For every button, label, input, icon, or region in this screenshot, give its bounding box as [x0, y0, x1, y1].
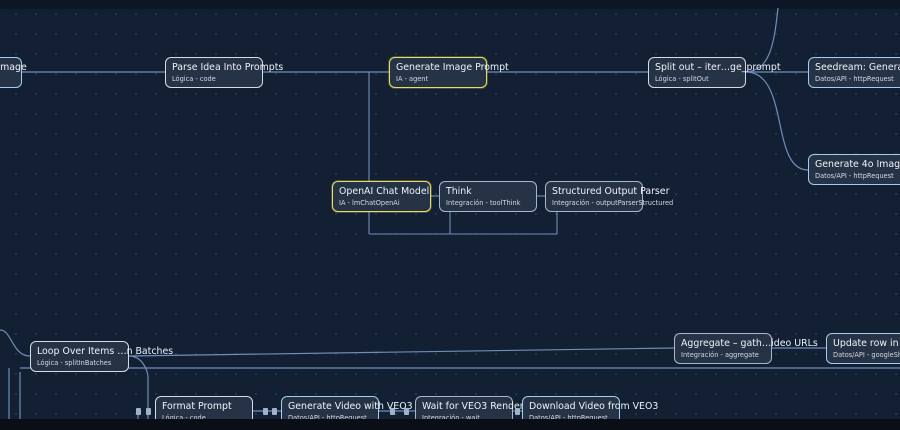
node-title: Parse Idea Into Prompts [172, 62, 284, 73]
node-subtitle: Integración - toolThink [446, 199, 521, 207]
port-handle[interactable] [146, 408, 151, 415]
node-subtitle: Datos/API - httpRequest [288, 414, 367, 422]
node-title: Aggregate – gath…ideo URLs [681, 338, 818, 349]
node-subtitle: Lógica - splitInBatches [37, 359, 112, 367]
edge-split-to-offscreen [745, 7, 779, 73]
canvas-top-edge [0, 0, 900, 9]
node-subtitle: Integración - wait [422, 414, 480, 422]
port-handle[interactable] [136, 408, 141, 415]
node-title: Wait for VEO3 Rendering [422, 401, 539, 412]
node-title: Generate Video with VEO3 [288, 401, 413, 412]
node-title: Split out – iter…ge_prompt [655, 62, 781, 73]
node-title: oad Image [0, 62, 27, 73]
edge-in-to-loop [0, 329, 31, 357]
node-title: OpenAI Chat Model [339, 186, 430, 197]
edge-split-to-generate-4o [745, 71, 809, 171]
port-handle[interactable] [404, 408, 409, 415]
node-subtitle: IA - agent [396, 75, 429, 83]
node-think[interactable]: Think Integración - toolThink [439, 181, 537, 212]
node-loop-over-items[interactable]: Loop Over Items …n Batches Lógica - spli… [30, 341, 174, 372]
node-subtitle: Datos/API - googleShe [833, 351, 900, 359]
node-generate-image-prompt[interactable]: Generate Image Prompt IA - agent [389, 57, 509, 88]
node-title: Update row in she [833, 338, 900, 349]
edge-loop-to-format [128, 355, 149, 430]
edge-loop-to-aggregate [128, 347, 675, 357]
node-title: Format Prompt [162, 401, 232, 412]
node-title: Loop Over Items …n Batches [37, 346, 174, 357]
port-handle[interactable] [272, 408, 277, 415]
node-subtitle: Lógica - code [162, 414, 206, 422]
canvas-bottom-edge [0, 419, 900, 430]
node-split-out[interactable]: Split out – iter…ge_prompt Lógica - spli… [648, 57, 781, 88]
node-subtitle: Integración - outputParserStructured [552, 199, 674, 207]
node-parse-idea[interactable]: Parse Idea Into Prompts Lógica - code [165, 57, 284, 88]
node-title: Think [446, 186, 472, 197]
node-title: Seedream: Genera…ron [815, 62, 900, 73]
node-title: Download Video from VEO3 [529, 401, 659, 412]
node-title: Structured Output Parser [552, 186, 670, 197]
node-subtitle: Datos/API - httpRequest [529, 414, 608, 422]
node-title: Generate Image Prompt [396, 62, 509, 73]
node-seedream[interactable]: Seedream: Genera…ron Datos/API - httpReq… [808, 57, 900, 88]
node-title: Generate 4o Imag…T IM [815, 159, 900, 170]
node-subtitle: Lógica - code [172, 75, 216, 83]
node-load-image[interactable]: oad Image [0, 57, 27, 88]
port-handle[interactable] [390, 408, 395, 415]
node-subtitle: Datos/API - httpRequest [815, 172, 894, 180]
port-handle[interactable] [263, 408, 268, 415]
node-subtitle: Integración - aggregate [681, 351, 759, 359]
node-subtitle: Datos/API - httpRequest [815, 75, 894, 83]
port-handle[interactable] [515, 408, 520, 415]
node-subtitle: Lógica - splitOut [655, 75, 709, 83]
node-aggregate[interactable]: Aggregate – gath…ideo URLs Integración -… [674, 333, 818, 364]
node-structured-output-parser[interactable]: Structured Output Parser Integración - o… [545, 181, 674, 212]
node-openai-chat-model[interactable]: OpenAI Chat Model IA - lmChatOpenAi [332, 181, 431, 212]
node-update-row[interactable]: Update row in she Datos/API - googleShe [826, 333, 900, 364]
node-generate-4o[interactable]: Generate 4o Imag…T IM Datos/API - httpRe… [808, 154, 900, 185]
node-subtitle: IA - lmChatOpenAi [339, 199, 400, 207]
